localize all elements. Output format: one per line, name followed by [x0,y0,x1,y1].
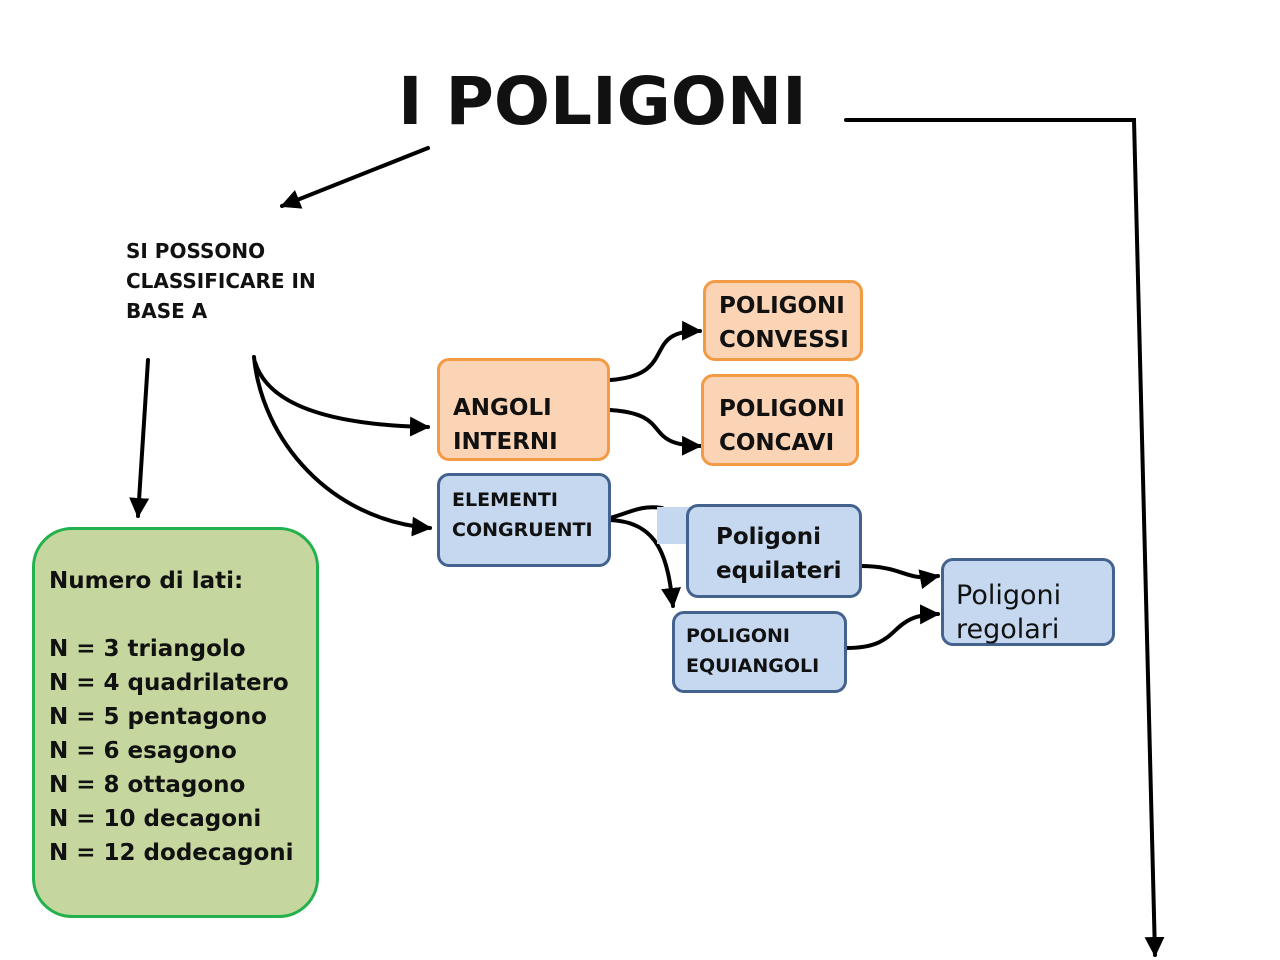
arrow-equilateri-to-regolari [858,564,940,590]
arrow-equiangoli-to-regolari [844,604,940,650]
numero-lati-item: N = 6 esagono [49,738,237,764]
node-equiangoli-line-1: POLIGONI [686,625,790,647]
numero-lati-item: N = 5 pentagono [49,704,267,730]
node-poligoni-concavi: POLIGONI CONCAVI [701,374,859,466]
node-angoli-interni-line-1: ANGOLI [453,395,552,421]
numero-lati-heading: Numero di lati: [49,568,244,594]
node-equilateri-line-1: Poligoni [716,524,821,550]
node-convessi-line-2: CONVESSI [719,327,849,353]
node-poligoni-equilateri: Poligoni equilateri [686,504,862,598]
arrow-to-convessi [608,320,702,382]
node-poligoni-equiangoli: POLIGONI EQUIANGOLI [672,611,847,693]
node-regolari-line-2: regolari [956,614,1060,645]
arrow-to-equiangoli [608,518,681,608]
numero-lati-item: N = 12 dodecagoni [49,840,294,866]
arrow-to-numero-lati [129,358,150,518]
node-elementi-congruenti: ELEMENTI CONGRUENTI [437,473,611,567]
node-regolari-line-1: Poligoni [956,580,1062,611]
node-concavi-line-1: POLIGONI [719,396,845,422]
node-convessi-line-1: POLIGONI [719,293,845,319]
numero-lati-spacer [49,598,294,632]
node-poligoni-convessi: POLIGONI CONVESSI [703,280,863,361]
node-equilateri-line-2: equilateri [716,558,842,584]
numero-lati-item: N = 3 triangolo [49,636,246,662]
arrow-to-equilateri [608,505,664,520]
node-angoli-interni-line-2: INTERNI [453,429,558,455]
node-numero-di-lati: Numero di lati: N = 3 triangolo N = 4 qu… [32,527,319,918]
numero-lati-item: N = 10 decagoni [49,806,262,832]
numero-lati-item: N = 4 quadrilatero [49,670,289,696]
node-elementi-line-2: CONGRUENTI [452,519,593,541]
node-equiangoli-line-2: EQUIANGOLI [686,655,820,677]
node-elementi-line-1: ELEMENTI [452,489,558,511]
arrow-title-to-subtitle [280,146,430,209]
page-title: I POLIGONI [398,63,807,140]
classification-caption: SI POSSONO CLASSIFICARE IN BASE A [126,239,316,323]
arrow-to-concavi [608,408,702,456]
arrow-to-elementi-congruenti [252,355,432,537]
numero-lati-item: N = 8 ottagono [49,772,246,798]
node-concavi-line-2: CONCAVI [719,430,835,456]
node-poligoni-regolari: Poligoni regolari [941,558,1115,646]
arrow-title-right-down [844,118,1165,957]
arrow-to-angoli-interni [253,360,430,437]
node-angoli-interni: ANGOLI INTERNI [437,358,610,461]
